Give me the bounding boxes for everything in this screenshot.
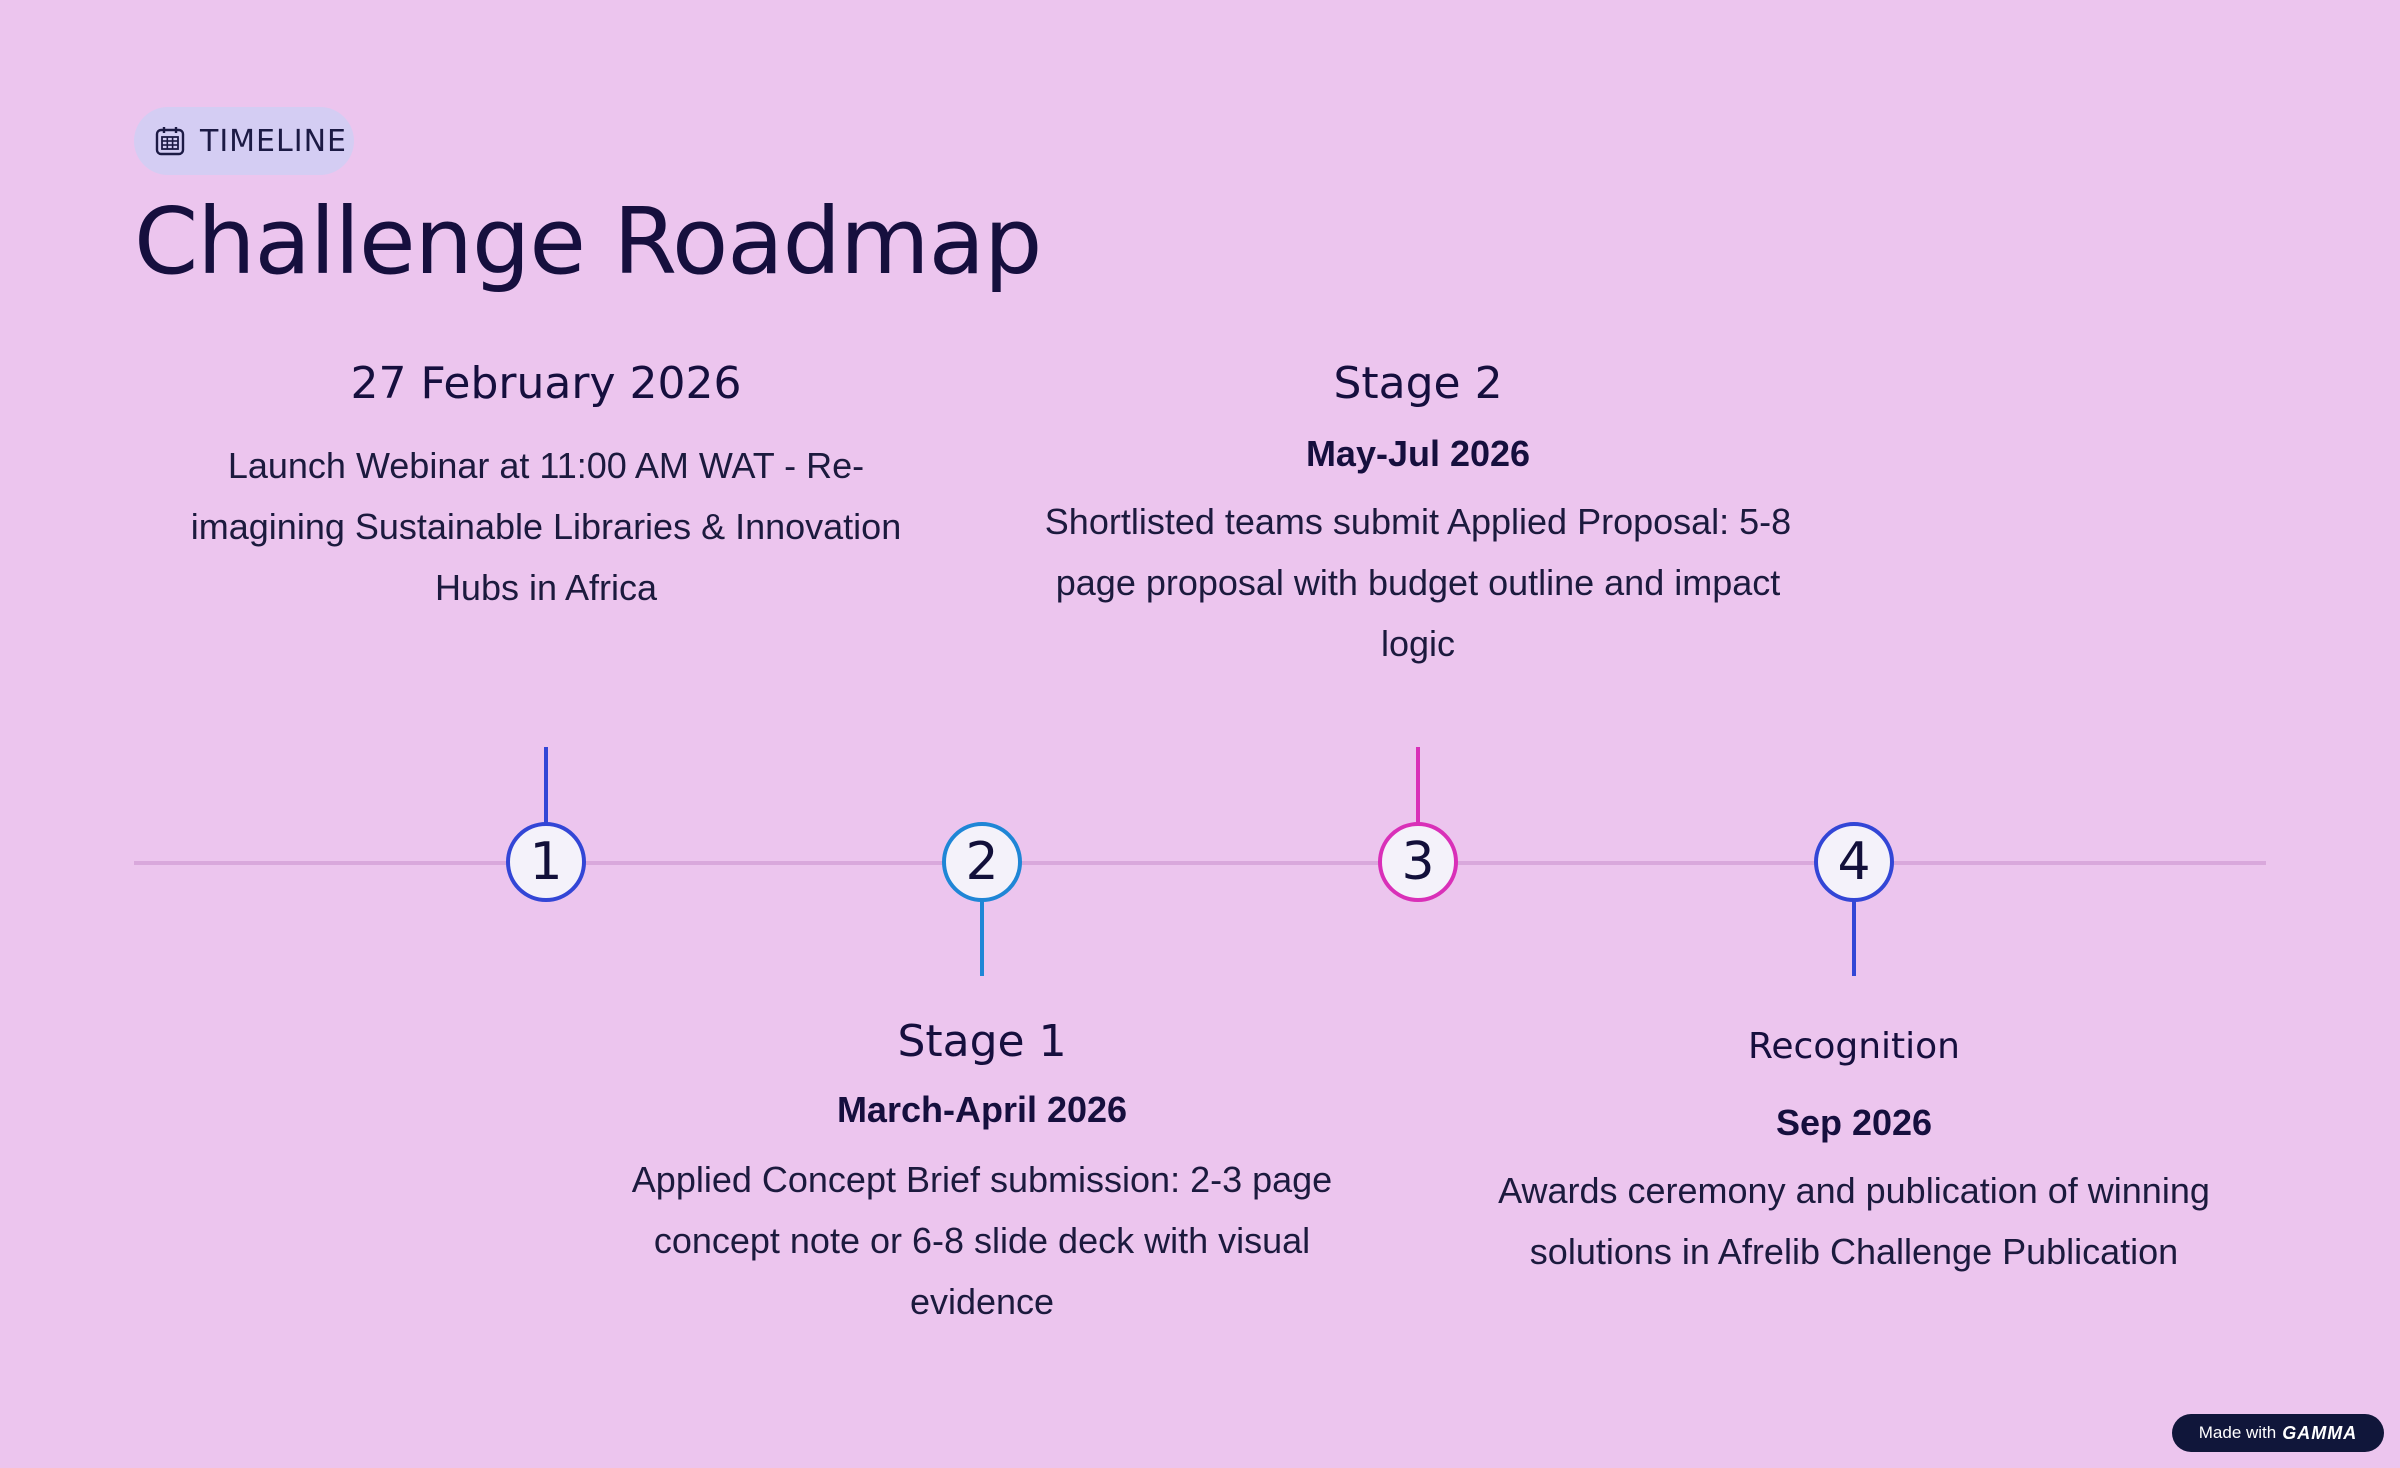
milestone-3-heading: Stage 2 xyxy=(1333,358,1503,409)
milestone-2-date: March-April 2026 xyxy=(836,1088,1128,1130)
made-with-label: Made with xyxy=(2198,1423,2277,1442)
milestone-4-heading: Recognition xyxy=(1748,1026,1960,1067)
milestone-2-heading: Stage 1 xyxy=(897,1016,1067,1067)
gamma-brand: GAMMA xyxy=(2282,1422,2358,1443)
milestone-3-date: May-Jul 2026 xyxy=(1305,432,1531,474)
made-with-gamma-badge[interactable]: Made with GAMMA xyxy=(2172,1414,2384,1452)
milestone-4-date: Sep 2026 xyxy=(1775,1102,1933,1144)
milestone-4-stem xyxy=(1852,900,1856,976)
milestone-1-stem xyxy=(544,747,548,823)
milestone-3-stem xyxy=(1416,747,1420,823)
timeline-tag: TIMELINE xyxy=(134,107,354,175)
milestone-2-stem xyxy=(980,900,984,976)
tag-label: TIMELINE xyxy=(200,123,347,159)
milestone-3-text: Stage 2 May-Jul 2026 Shortlisted teams s… xyxy=(1038,358,1798,674)
milestone-3-description: Shortlisted teams submit Applied Proposa… xyxy=(1044,500,1792,664)
calendar-icon xyxy=(154,125,186,157)
milestone-3-node: 3 xyxy=(1378,822,1458,902)
milestone-4-text: Recognition Sep 2026 Awards ceremony and… xyxy=(1474,1025,2234,1282)
milestone-2-node: 2 xyxy=(942,822,1022,902)
milestone-1-heading: 27 February 2026 xyxy=(350,358,742,409)
milestone-1-text: 27 February 2026 Launch Webinar at 11:00… xyxy=(166,358,926,618)
milestone-2-text: Stage 1 March-April 2026 Applied Concept… xyxy=(602,1016,1362,1332)
milestone-2-description: Applied Concept Brief submission: 2-3 pa… xyxy=(631,1158,1333,1322)
page-title: Challenge Roadmap xyxy=(134,188,1042,295)
milestone-1-node: 1 xyxy=(506,822,586,902)
milestone-4-node: 4 xyxy=(1814,822,1894,902)
timeline-axis xyxy=(134,861,2266,865)
milestone-4-description: Awards ceremony and publication of winni… xyxy=(1498,1170,2210,1273)
milestone-1-description: Launch Webinar at 11:00 AM WAT - Re-imag… xyxy=(190,444,902,608)
